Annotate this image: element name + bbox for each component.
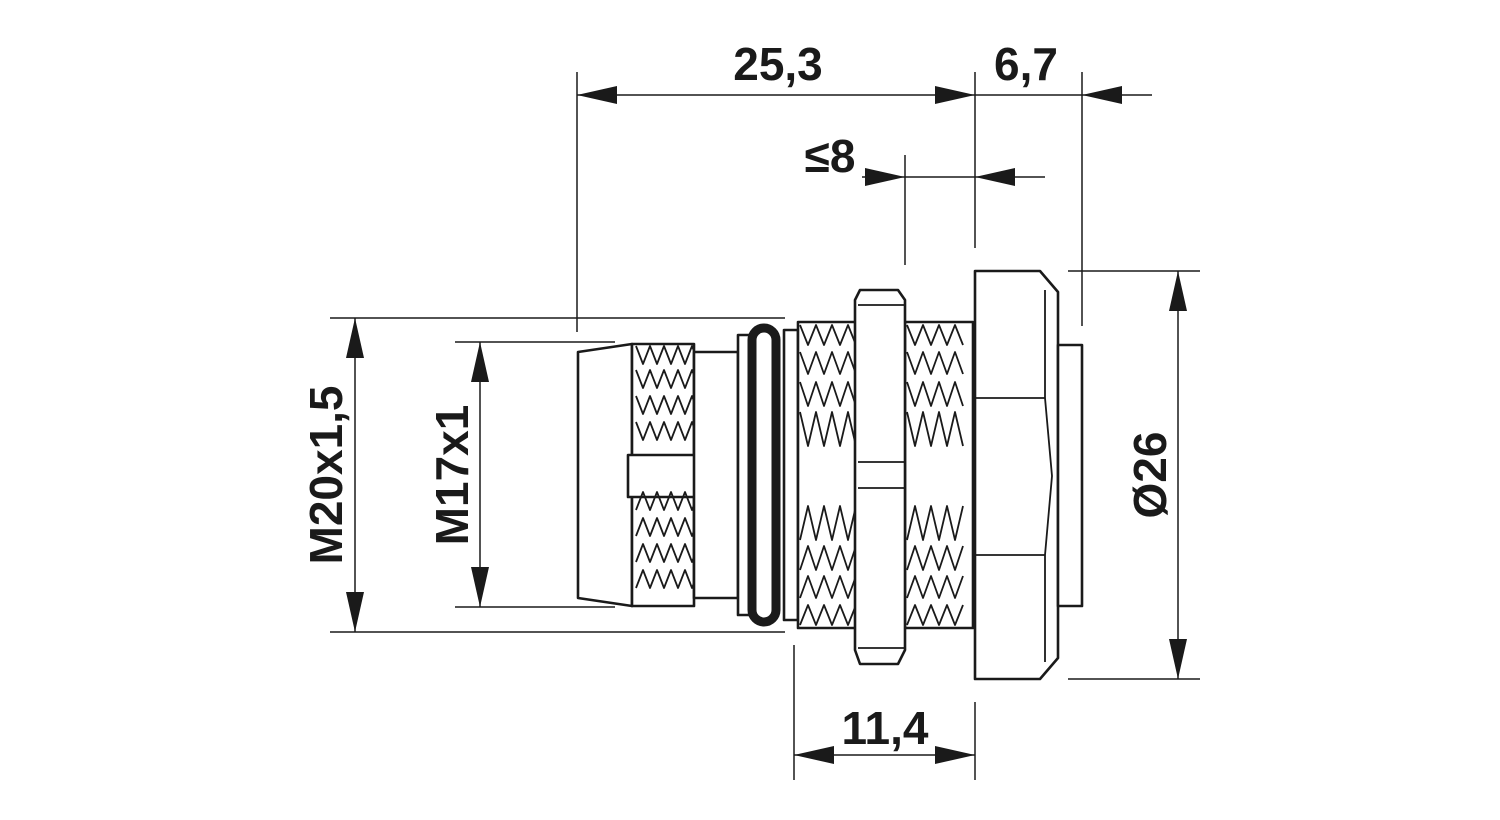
flange bbox=[973, 269, 1084, 681]
o-ring bbox=[747, 323, 781, 627]
dimension-line-panel-thickness bbox=[862, 168, 1045, 186]
front-thread-teeth bbox=[635, 345, 700, 589]
panel-nut bbox=[853, 288, 907, 666]
dimension-line-overall-length bbox=[577, 86, 975, 104]
dim-label-front-thread: M17x1 bbox=[426, 405, 478, 546]
dim-label-rear-length: 11,4 bbox=[842, 702, 929, 754]
dimension-line-rear-thread bbox=[346, 318, 364, 632]
dim-label-rear-thread: M20x1,5 bbox=[300, 385, 352, 564]
dimension-line-flange-thickness bbox=[975, 86, 1152, 104]
dim-label-flange-thickness: 6,7 bbox=[994, 38, 1058, 90]
dim-label-overall-length: 25,3 bbox=[733, 38, 823, 90]
connector-body bbox=[576, 269, 1084, 681]
dimension-line-front-thread bbox=[471, 342, 489, 607]
dim-label-panel-thickness: ≤8 bbox=[805, 130, 856, 182]
rear-thread-teeth bbox=[799, 324, 964, 626]
dim-label-flange-diameter: Ø26 bbox=[1124, 432, 1176, 519]
dimension-line-flange-diameter bbox=[1169, 271, 1187, 679]
dimension-line-rear-length bbox=[794, 746, 975, 764]
